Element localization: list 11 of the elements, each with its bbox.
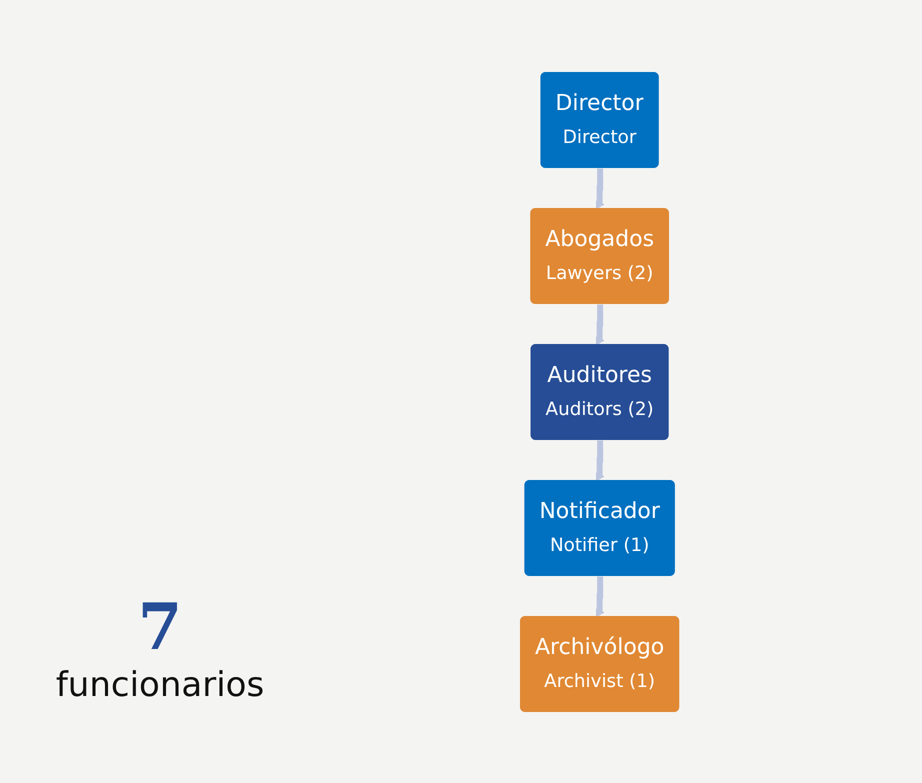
node-box: Abogados Lawyers (2) (530, 208, 670, 304)
node-box: Notificador Notifier (1) (524, 480, 676, 576)
arrow (596, 440, 605, 480)
staff-count: 7 (138, 590, 182, 665)
node-box: Auditores Auditors (2) (530, 344, 670, 440)
node-box: Director Director (540, 72, 660, 168)
arrow (596, 576, 605, 616)
node-box: Archivólogo Archivist (1) (520, 616, 680, 712)
arrow (596, 168, 605, 208)
arrow (596, 304, 605, 344)
staff-count-caption: funcionarios (56, 665, 264, 705)
